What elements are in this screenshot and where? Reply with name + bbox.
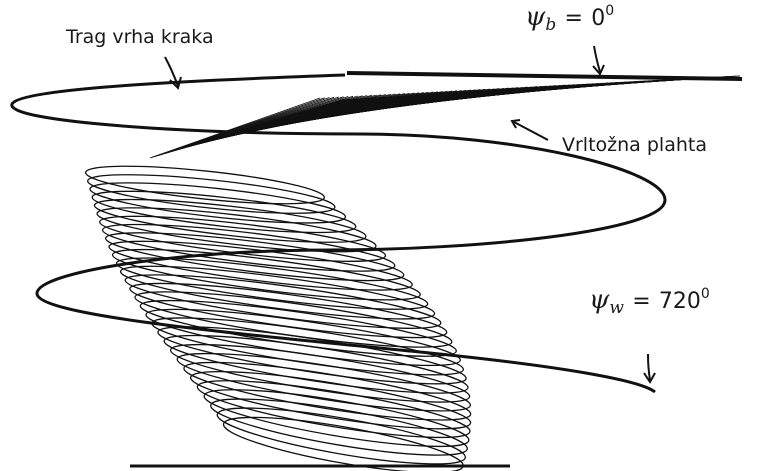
wake-coil [157, 326, 467, 385]
wake-coil [104, 232, 405, 282]
psi-w-subscript: w [609, 298, 624, 318]
wake-coil [169, 343, 471, 403]
wake-coil [176, 352, 472, 412]
vortex-sheet-label: Vrltožna plahta [562, 134, 707, 156]
blade-line [346, 71, 743, 81]
sheet-line [339, 75, 741, 101]
psi-b-label: ψb = 00 [525, 2, 614, 35]
vortex-sheet [149, 75, 741, 159]
wake-coil [163, 334, 469, 394]
wake-coil [119, 265, 436, 320]
degree-mark: 0 [605, 3, 615, 19]
wake-coil [216, 407, 467, 465]
arrow-psi-w [643, 353, 656, 384]
tip-trace-path [10, 73, 667, 394]
psi-w-label: ψw = 7200 [589, 285, 710, 318]
tip-vortex-trace [10, 73, 667, 394]
wake-coil [101, 223, 396, 272]
wake-coil [111, 248, 421, 301]
wake-coil [91, 190, 357, 234]
wake-coil [96, 207, 377, 253]
wake-coil [210, 398, 468, 456]
equals-sign: = [632, 289, 651, 314]
wake-coil [87, 174, 336, 214]
wake-coil [189, 370, 472, 430]
arrow-tip-trace [164, 56, 182, 90]
psi-symbol: ψ [589, 285, 610, 315]
psi-symbol: ψ [525, 2, 546, 32]
arrow-vortex-sheet [510, 119, 549, 141]
wake-coil [196, 380, 471, 439]
wake-coil [115, 257, 429, 310]
wake-coil [84, 165, 326, 205]
arrow-psi-b [592, 45, 605, 76]
psi-b-subscript: b [545, 15, 557, 35]
wake-coil [89, 182, 347, 224]
wake-coil [93, 198, 367, 243]
wake-coil [203, 389, 470, 448]
degree-mark: 0 [700, 286, 710, 302]
tip-trace-label: Trag vrha kraka [66, 26, 214, 48]
psi-w-value: 720 [658, 289, 701, 314]
wake-helix-coils [84, 165, 472, 471]
psi-b-value: 0 [591, 6, 606, 31]
wake-coil [183, 361, 472, 421]
equals-sign: = [564, 6, 583, 31]
